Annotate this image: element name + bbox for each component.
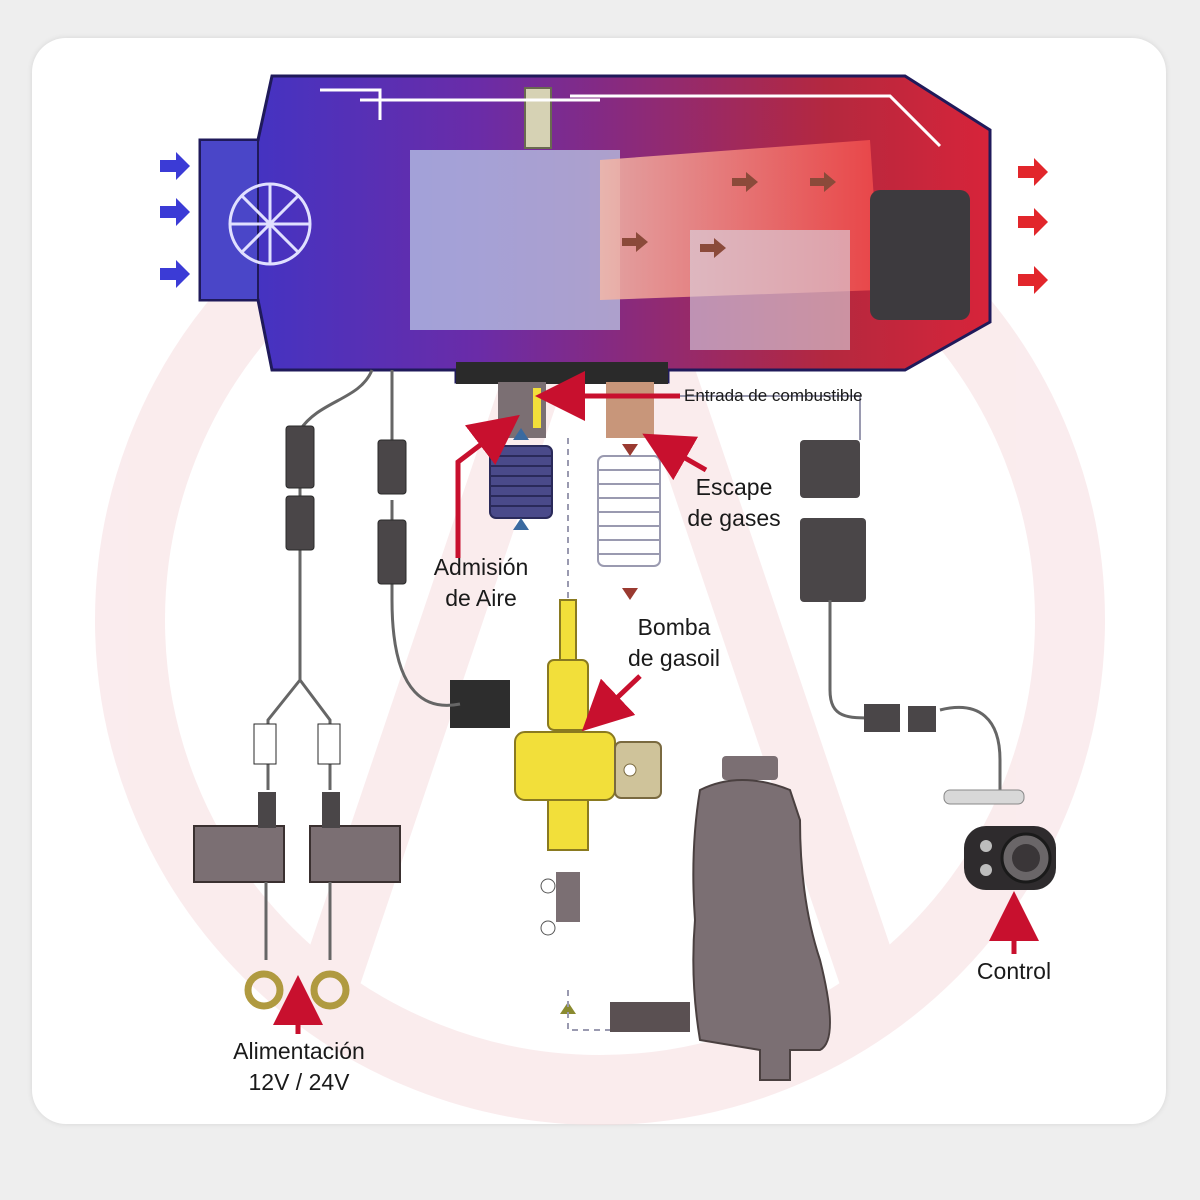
fan-icon bbox=[228, 182, 312, 266]
air-intake-label-line-1: Admisión bbox=[433, 554, 529, 580]
heater-body bbox=[198, 74, 992, 384]
fuel-pump-label-line-1: Bomba bbox=[637, 614, 711, 640]
hot-air-arrow-icon bbox=[1018, 158, 1048, 294]
control-wiring bbox=[800, 440, 1025, 805]
exhaust-label-line-1: Escape bbox=[695, 474, 773, 500]
control-label: Control bbox=[976, 958, 1052, 984]
fuel-pump bbox=[450, 599, 690, 1031]
fuel-pump-label-line-2: de gasoil bbox=[627, 645, 721, 671]
control-panel bbox=[964, 826, 1056, 890]
cold-air-arrow-icon bbox=[160, 152, 190, 288]
knob-icon bbox=[1000, 832, 1052, 884]
connectors-left bbox=[253, 425, 407, 765]
power-label-line-1: Alimentación bbox=[233, 1038, 365, 1064]
power-label: Alimentación 12V / 24V bbox=[206, 1036, 392, 1098]
fuel-pump-label: Bomba de gasoil bbox=[612, 612, 736, 674]
air-intake-label: Admisión de Aire bbox=[414, 552, 548, 614]
exhaust-label-line-2: de gases bbox=[687, 505, 781, 531]
exhaust-hose bbox=[597, 382, 661, 600]
exhaust-label: Escape de gases bbox=[674, 472, 794, 534]
fuel-tank bbox=[610, 756, 831, 1081]
power-label-line-2: 12V / 24V bbox=[248, 1069, 350, 1095]
fuel-inlet-label: Entrada de combustible bbox=[684, 386, 863, 405]
air-intake-label-line-2: de Aire bbox=[445, 585, 517, 611]
callout-arrow-icon bbox=[273, 371, 1039, 1034]
